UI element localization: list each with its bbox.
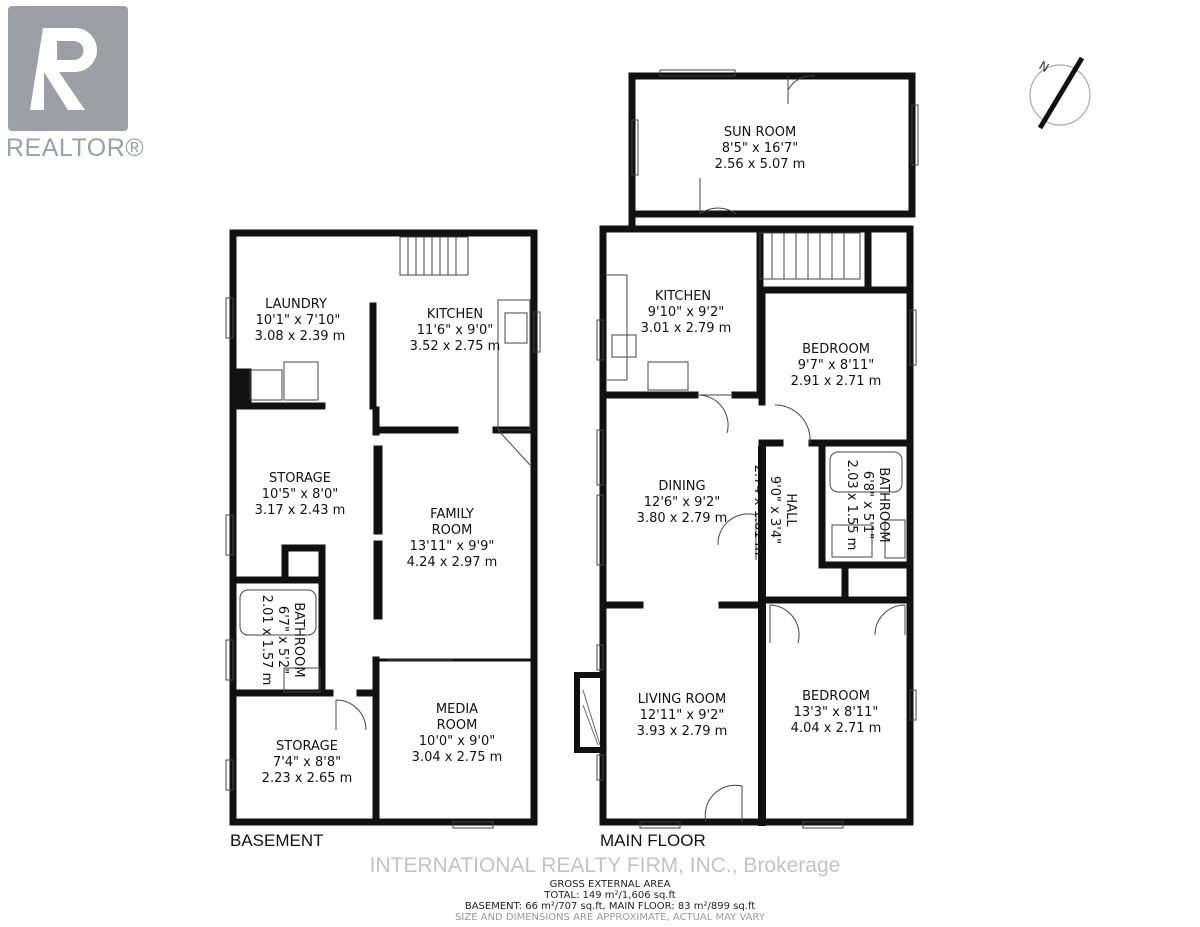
room-metric: 4.24 x 2.97 m — [407, 555, 498, 570]
room-name: KITCHEN — [427, 307, 483, 322]
room-metric: 3.80 x 2.79 m — [637, 511, 728, 526]
room-imperial: 9'10" x 9'2" — [648, 305, 724, 320]
room-imperial: 8'5" x 16'7" — [722, 141, 798, 156]
room-name: LAUNDRY — [265, 297, 327, 312]
room-imperial: 6'8" x 5'1" — [860, 471, 875, 539]
main-room-living-room: LIVING ROOM 12'11" x 9'2" 3.93 x 2.79 m — [637, 692, 728, 739]
compass-north-label: N — [1037, 58, 1052, 75]
room-name: LIVING ROOM — [638, 692, 726, 707]
main-stairs — [759, 232, 861, 280]
room-name: SUN ROOM — [724, 125, 796, 140]
room-metric: 3.93 x 2.79 m — [637, 724, 728, 739]
basement-room-bathroom: BATHROOM 6'7" x 5'2" 2.01 x 1.57 m — [259, 595, 306, 686]
room-name: DINING — [658, 479, 705, 494]
room-metric: 3.17 x 2.43 m — [255, 503, 346, 518]
room-name: HALL — [783, 493, 798, 527]
main-room-sun-room: SUN ROOM 8'5" x 16'7" 2.56 x 5.07 m — [715, 125, 806, 172]
room-imperial: 9'0" x 3'4" — [767, 476, 782, 544]
room-imperial: 7'4" x 8'8" — [273, 755, 341, 770]
room-name: MEDIA — [436, 702, 478, 717]
room-imperial: 13'11" x 9'9" — [410, 539, 495, 554]
room-name: BATHROOM — [876, 467, 891, 542]
room-imperial: 10'1" x 7'10" — [256, 313, 341, 328]
room-imperial: 12'11" x 9'2" — [640, 708, 725, 723]
main-room-kitchen: KITCHEN 9'10" x 9'2" 3.01 x 2.79 m — [641, 289, 732, 336]
room-imperial: 10'0" x 9'0" — [419, 734, 495, 749]
brokerage-watermark: INTERNATIONAL REALTY FIRM, INC., Brokera… — [369, 854, 841, 877]
main-room-hall: HALL 9'0" x 3'4" 2.74 x 1.01 m — [751, 465, 798, 556]
room-metric: 2.01 x 1.57 m — [259, 595, 274, 686]
basement-room-kitchen: KITCHEN 11'6" x 9'0" 3.52 x 2.75 m — [410, 307, 501, 354]
room-metric: 3.04 x 2.75 m — [412, 750, 503, 765]
area-title: GROSS EXTERNAL AREA — [549, 879, 671, 890]
room-imperial: 6'7" x 5'2" — [275, 606, 290, 674]
basement-room-storage-2: STORAGE 7'4" x 8'8" 2.23 x 2.65 m — [262, 739, 353, 786]
room-imperial: 10'5" x 8'0" — [262, 487, 338, 502]
main-room-dining: DINING 12'6" x 9'2" 3.80 x 2.79 m — [637, 479, 728, 526]
room-imperial: 13'3" x 8'11" — [794, 705, 879, 720]
realtor-logo-text: REALTOR® — [6, 134, 145, 162]
basement-room-laundry: LAUNDRY 10'1" x 7'10" 3.08 x 2.39 m — [255, 297, 346, 344]
room-metric: 2.03 x 1.55 m — [844, 460, 859, 551]
area-disclaimer: SIZE AND DIMENSIONS ARE APPROXIMATE, ACT… — [455, 912, 765, 923]
basement-label: BASEMENT — [230, 831, 324, 850]
room-imperial: 9'7" x 8'11" — [798, 358, 874, 373]
basement-room-family-room: FAMILY ROOM 13'11" x 9'9" 4.24 x 2.97 m — [407, 507, 498, 570]
room-name: KITCHEN — [655, 289, 711, 304]
room-name-2: ROOM — [437, 718, 478, 733]
realtor-logo-icon — [8, 6, 128, 131]
basement-room-storage: STORAGE 10'5" x 8'0" 3.17 x 2.43 m — [255, 471, 346, 518]
basement-stairs — [399, 236, 469, 276]
main-room-bedroom-2: BEDROOM 13'3" x 8'11" 4.04 x 2.71 m — [791, 689, 882, 736]
room-name: BEDROOM — [802, 689, 870, 704]
room-metric: 2.56 x 5.07 m — [715, 157, 806, 172]
room-name: FAMILY — [430, 507, 474, 522]
room-metric: 2.91 x 2.71 m — [791, 374, 882, 389]
room-name: STORAGE — [269, 471, 331, 486]
room-metric: 2.23 x 2.65 m — [262, 771, 353, 786]
area-total: TOTAL: 149 m²/1,606 sq.ft — [544, 890, 676, 901]
basement-fixtures — [225, 236, 541, 829]
room-metric: 3.08 x 2.39 m — [255, 329, 346, 344]
room-metric: 3.52 x 2.75 m — [410, 339, 501, 354]
compass-icon: N — [1029, 56, 1091, 130]
area-breakdown: BASEMENT: 66 m²/707 sq.ft, MAIN FLOOR: 8… — [464, 901, 756, 912]
basement-room-media-room: MEDIA ROOM 10'0" x 9'0" 3.04 x 2.75 m — [412, 702, 503, 765]
room-metric: 2.74 x 1.01 m — [751, 465, 766, 556]
room-name: STORAGE — [276, 739, 338, 754]
room-imperial: 11'6" x 9'0" — [417, 323, 493, 338]
main-floor-fixtures — [574, 69, 919, 829]
room-imperial: 12'6" x 9'2" — [644, 495, 720, 510]
main-room-bathroom: BATHROOM 6'8" x 5'1" 2.03 x 1.55 m — [844, 460, 891, 551]
room-metric: 3.01 x 2.79 m — [641, 321, 732, 336]
room-name-2: ROOM — [432, 523, 473, 538]
main-floor-label: MAIN FLOOR — [600, 831, 706, 850]
room-name: BATHROOM — [291, 602, 306, 677]
main-room-bedroom: BEDROOM 9'7" x 8'11" 2.91 x 2.71 m — [791, 342, 882, 389]
room-name: BEDROOM — [802, 342, 870, 357]
room-metric: 4.04 x 2.71 m — [791, 721, 882, 736]
